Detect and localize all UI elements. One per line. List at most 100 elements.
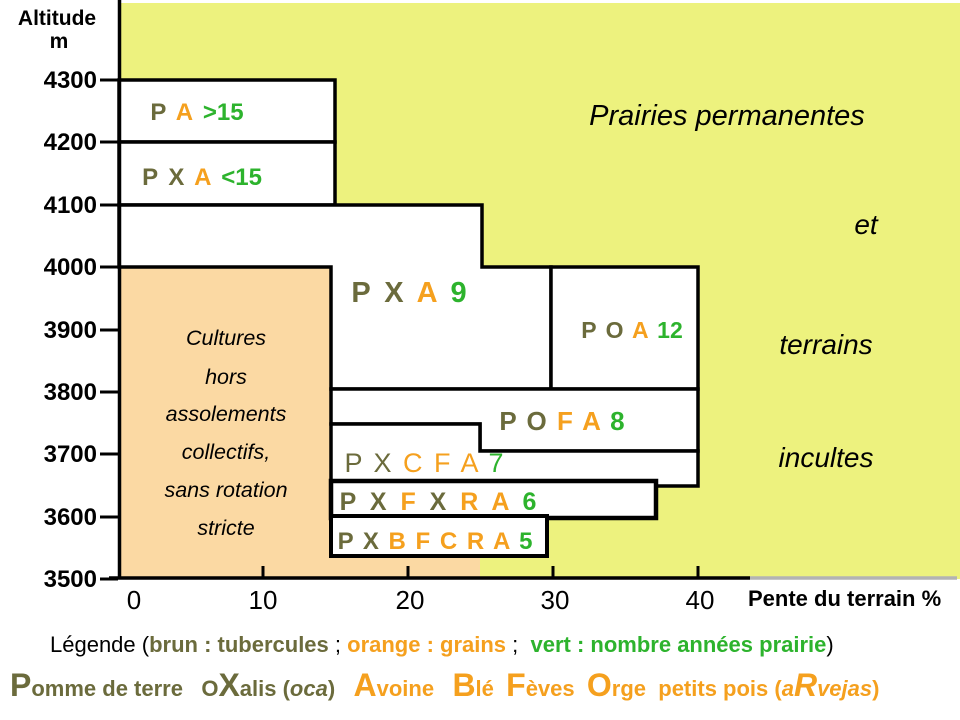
y-tick-label: 3800 bbox=[44, 379, 97, 406]
label-et: et bbox=[854, 209, 879, 240]
rotation-label-pofa-8: P O F A 8 bbox=[499, 406, 624, 436]
text-token bbox=[335, 676, 353, 701]
text-token: oca bbox=[289, 676, 328, 701]
text-token bbox=[575, 676, 587, 701]
text-token: A bbox=[491, 488, 522, 516]
text-token: P bbox=[351, 277, 384, 309]
text-token: P bbox=[581, 317, 605, 343]
text-token: R bbox=[460, 488, 491, 516]
text-token: a bbox=[781, 676, 794, 701]
text-token bbox=[646, 676, 658, 701]
x-tick-label: 30 bbox=[541, 585, 570, 615]
text-token: F bbox=[557, 406, 582, 436]
y-tick-label: 3700 bbox=[44, 441, 97, 468]
text-token bbox=[183, 676, 201, 701]
text-token: P bbox=[142, 164, 168, 191]
zone-pxfxra-6 bbox=[328, 478, 659, 521]
text-token: X bbox=[363, 528, 389, 555]
cultures-line: hors bbox=[205, 365, 247, 389]
text-token: F bbox=[434, 448, 461, 478]
text-token: P bbox=[499, 406, 526, 436]
y-axis-ticks bbox=[100, 78, 118, 581]
text-token: orange : grains bbox=[347, 632, 507, 657]
text-token: alis ( bbox=[239, 676, 290, 701]
text-token: F bbox=[506, 667, 526, 703]
y-tick-label: 3900 bbox=[44, 317, 97, 344]
text-token: B bbox=[389, 528, 416, 555]
text-token: X bbox=[168, 164, 194, 191]
crop-key: Pomme de terre OXalis (oca) Avoine Blé F… bbox=[10, 664, 879, 710]
rotation-label-pa-sup15: P A >15 bbox=[150, 99, 243, 126]
y-tick-label: 4200 bbox=[44, 129, 97, 156]
text-token: Légende ( bbox=[50, 632, 150, 657]
text-token: O bbox=[606, 317, 632, 343]
text-token: C bbox=[403, 448, 434, 478]
text-token: B bbox=[452, 667, 476, 703]
x-tick-label: 0 bbox=[127, 585, 141, 615]
text-token: 7 bbox=[489, 448, 504, 478]
text-token: èves bbox=[525, 676, 575, 701]
y-tick-label: 4000 bbox=[44, 254, 97, 281]
text-token: A bbox=[632, 317, 657, 343]
label-terrains: terrains bbox=[779, 329, 872, 360]
zone-pa-sup15 bbox=[117, 78, 337, 144]
x-axis-title: Pente du terrain % bbox=[748, 586, 941, 611]
text-token: X bbox=[370, 488, 401, 516]
rotation-label-pxbfcra-5: P X B F C R A 5 bbox=[338, 528, 533, 555]
text-token: F bbox=[400, 488, 429, 516]
y-axis-labels: 4300 4200 4100 4000 3900 3800 3700 3600 … bbox=[44, 67, 97, 593]
rotation-label-pxcfa-7: P X C F A 7 bbox=[344, 448, 503, 478]
y-tick-label: 4300 bbox=[44, 67, 97, 94]
cultures-line: Cultures bbox=[186, 326, 266, 350]
text-token bbox=[494, 676, 506, 701]
text-token: P bbox=[340, 488, 370, 516]
text-token: A bbox=[176, 99, 203, 126]
label-cultures-hors-assolements: Cultures hors assolements collectifs, sa… bbox=[164, 326, 287, 540]
rotation-label-pxfxra-6: P X F X R A 6 bbox=[340, 488, 537, 516]
text-token: X bbox=[430, 488, 461, 516]
zone-pxbfcra-5 bbox=[329, 514, 549, 558]
legend: Légende (brun : tubercules ; orange : gr… bbox=[50, 632, 834, 658]
y-tick-label: 3500 bbox=[44, 566, 97, 593]
cultures-line: assolements bbox=[166, 402, 287, 426]
text-token: <15 bbox=[221, 164, 262, 191]
text-token: O bbox=[586, 667, 612, 703]
text-token: A bbox=[493, 528, 519, 555]
text-token: brun : tubercules bbox=[149, 632, 329, 657]
text-token: 8 bbox=[610, 406, 624, 436]
text-token: A bbox=[417, 277, 451, 309]
text-token: C bbox=[440, 528, 467, 555]
text-token: >15 bbox=[203, 99, 244, 126]
text-token: ) bbox=[872, 676, 880, 701]
text-token: P bbox=[10, 667, 32, 703]
cultures-line: sans rotation bbox=[164, 478, 287, 502]
x-axis-labels: 0 10 20 30 40 bbox=[127, 585, 715, 615]
text-token: petits pois ( bbox=[658, 676, 782, 701]
text-token: ; bbox=[506, 632, 531, 657]
text-token: X bbox=[373, 448, 403, 478]
text-token: 6 bbox=[522, 488, 536, 516]
y-axis-title-line2: m bbox=[50, 30, 69, 53]
text-token: P bbox=[338, 528, 363, 555]
x-tick-label: 40 bbox=[686, 585, 715, 615]
text-token: F bbox=[416, 528, 440, 555]
zone-cultures-background bbox=[119, 267, 480, 579]
text-token: X bbox=[384, 277, 416, 309]
label-prairies-permanentes: Prairies permanentes bbox=[589, 100, 865, 132]
text-token: A bbox=[194, 164, 221, 191]
text-token: voine bbox=[376, 676, 435, 701]
text-token: ) bbox=[327, 676, 336, 701]
text-token: 12 bbox=[657, 317, 683, 343]
text-token: lé bbox=[475, 676, 494, 701]
text-token: vejas bbox=[817, 676, 873, 701]
text-token: O bbox=[201, 676, 219, 701]
text-token: ; bbox=[328, 632, 348, 657]
text-token: X bbox=[218, 667, 240, 703]
text-token: O bbox=[527, 406, 557, 436]
y-axis-title-line1: Altitude bbox=[18, 7, 96, 30]
y-tick-label: 4100 bbox=[44, 192, 97, 219]
text-token: R bbox=[793, 667, 818, 703]
x-axis-ticks bbox=[261, 566, 700, 578]
text-token: A bbox=[461, 448, 489, 478]
